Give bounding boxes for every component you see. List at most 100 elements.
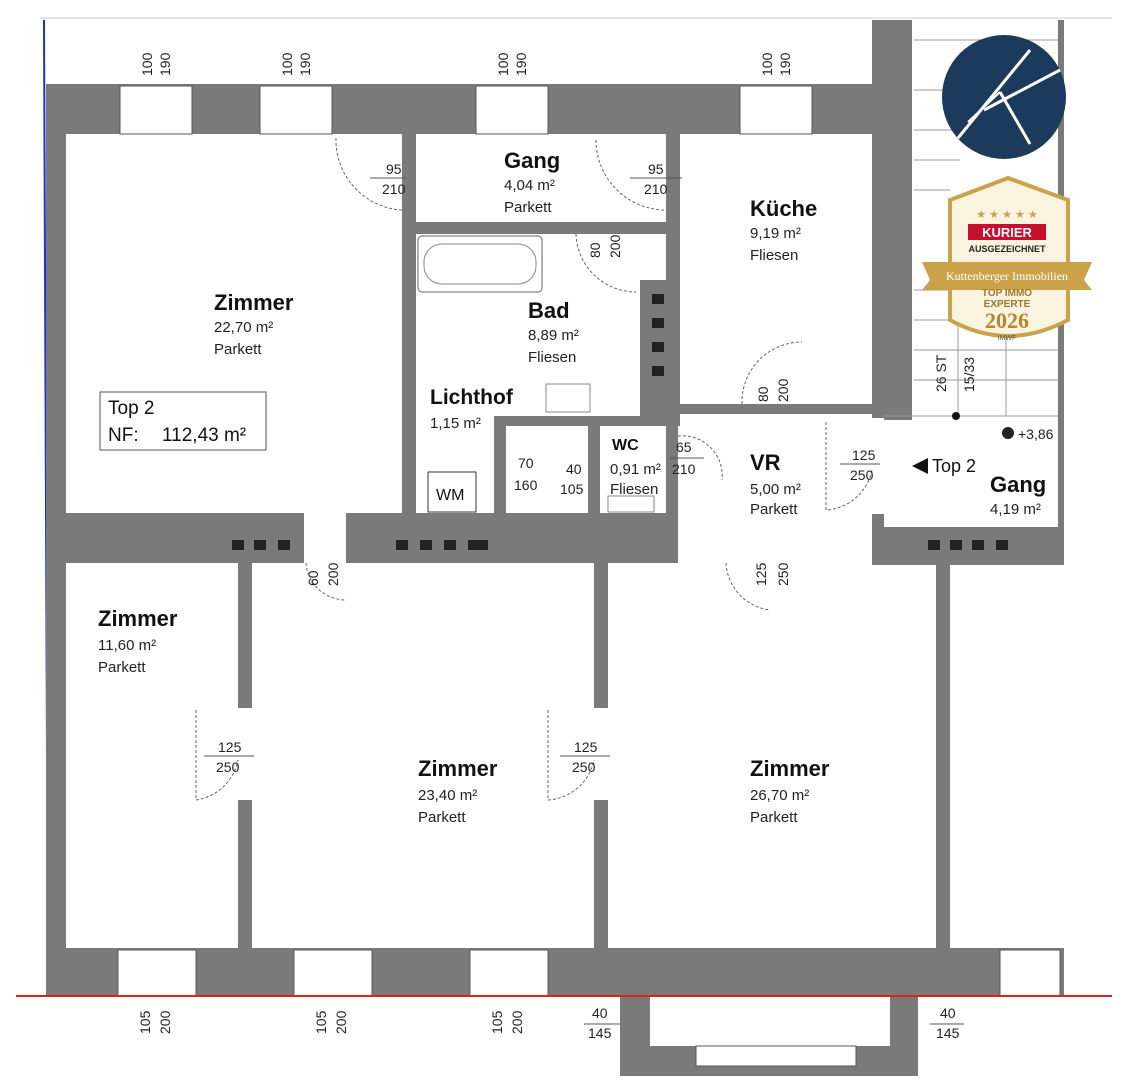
svg-text:200: 200: [157, 1010, 173, 1034]
room-area: 4,19 m²: [990, 501, 1041, 518]
svg-text:200: 200: [775, 378, 791, 402]
svg-text:40: 40: [592, 1005, 608, 1021]
room-floor: Fliesen: [528, 349, 576, 366]
company-logo: [942, 35, 1066, 159]
svg-text:125: 125: [574, 739, 598, 755]
room-area: 9,19 m²: [750, 225, 801, 242]
entrance-arrow-icon: [912, 458, 928, 474]
svg-text:210: 210: [672, 461, 696, 477]
badge-company: Kuttenberger Immobilien: [946, 269, 1068, 283]
entrance-label: Top 2: [932, 456, 976, 476]
room-floor: Fliesen: [750, 247, 798, 264]
room-name: Bad: [528, 298, 570, 323]
badge-line2: EXPERTE: [984, 299, 1031, 310]
stairs-steps: 26 ST: [933, 354, 949, 392]
room-zimmer-top-left: Zimmer 22,70 m² Parkett: [214, 290, 294, 358]
room-name: Zimmer: [98, 606, 178, 631]
svg-text:125: 125: [218, 739, 242, 755]
room-name: Gang: [990, 472, 1046, 497]
badge-award: AUSGEZEICHNET: [968, 244, 1046, 254]
badge-year: 2026: [985, 308, 1029, 333]
room-name: Zimmer: [418, 756, 498, 781]
room-area: 8,89 m²: [528, 327, 579, 344]
stairs-ratio: 15/33: [961, 357, 977, 392]
room-name: VR: [750, 450, 781, 475]
svg-text:125: 125: [753, 562, 769, 586]
svg-text:95: 95: [648, 161, 664, 177]
room-name: Zimmer: [750, 756, 830, 781]
kurier-banner: [968, 224, 1046, 240]
badge-stars: ★ ★ ★ ★ ★: [976, 209, 1038, 221]
award-badge: KURIER AUSGEZEICHNET Kuttenberger Immobi…: [922, 175, 1092, 342]
room-area: 0,91 m²: [610, 461, 661, 478]
svg-text:190: 190: [297, 52, 313, 76]
svg-text:60: 60: [305, 570, 321, 586]
room-floor: Parkett: [214, 341, 262, 358]
svg-text:40: 40: [940, 1005, 956, 1021]
svg-text:100: 100: [759, 52, 775, 76]
room-area: 5,00 m²: [750, 481, 801, 498]
svg-text:95: 95: [386, 161, 402, 177]
walls: [46, 20, 1064, 1076]
svg-text:250: 250: [850, 467, 874, 483]
room-floor: Parkett: [98, 659, 146, 676]
room-name: Küche: [750, 196, 817, 221]
svg-text:125: 125: [852, 447, 876, 463]
svg-text:200: 200: [333, 1010, 349, 1034]
room-area: 11,60 m²: [98, 637, 156, 654]
room-area: 4,04 m²: [504, 177, 555, 194]
room-name: Lichthof: [430, 386, 514, 409]
room-floor: Fliesen: [610, 481, 658, 498]
svg-text:250: 250: [775, 562, 791, 586]
room-kueche: Küche 9,19 m² Fliesen: [750, 196, 817, 264]
room-zimmer-right: Zimmer 26,70 m² Parkett: [750, 756, 830, 826]
svg-text:200: 200: [607, 234, 623, 258]
room-gang-top: Gang 4,04 m² Parkett: [504, 148, 560, 216]
svg-text:210: 210: [644, 181, 668, 197]
room-floor: Parkett: [750, 809, 798, 826]
svg-text:100: 100: [139, 52, 155, 76]
svg-text:105: 105: [137, 1010, 153, 1034]
door-swings: [195, 137, 873, 801]
room-name: WC: [612, 437, 639, 454]
room-area: 23,40 m²: [418, 787, 477, 804]
room-floor: Parkett: [750, 501, 798, 518]
svg-text:100: 100: [279, 52, 295, 76]
svg-text:190: 190: [777, 52, 793, 76]
room-area: 26,70 m²: [750, 787, 809, 804]
svg-text:40: 40: [566, 461, 582, 477]
nf-value: 112,43 m²: [162, 425, 246, 446]
washbasin: [545, 383, 591, 413]
svg-text:200: 200: [509, 1010, 525, 1034]
badge-ribbon: [922, 262, 1092, 290]
unit-label: Top 2: [108, 398, 154, 419]
stair-point: [952, 412, 960, 420]
svg-text:200: 200: [325, 562, 341, 586]
svg-text:100: 100: [495, 52, 511, 76]
room-area: 22,70 m²: [214, 319, 273, 336]
room-lichthof: Lichthof 1,15 m²: [430, 386, 514, 432]
room-floor: Parkett: [504, 199, 552, 216]
room-bad: Bad 8,89 m² Fliesen: [528, 298, 579, 366]
svg-text:105: 105: [489, 1010, 505, 1034]
vent-squares: [232, 294, 1008, 550]
badge-line1: TOP IMMO: [982, 288, 1032, 299]
room-area: 1,15 m²: [430, 415, 481, 432]
elevation-marker-icon: [1002, 427, 1014, 439]
badge-source: IMWF: [998, 335, 1017, 342]
svg-text:145: 145: [588, 1025, 612, 1041]
svg-text:190: 190: [157, 52, 173, 76]
wm-label: WM: [436, 487, 464, 504]
unit-info-box: Top 2 NF: 112,43 m²: [99, 391, 267, 451]
room-zimmer-small: Zimmer 11,60 m² Parkett: [98, 606, 178, 676]
svg-text:105: 105: [313, 1010, 329, 1034]
windows: [117, 85, 1061, 1067]
svg-text:160: 160: [514, 477, 538, 493]
room-vr: VR 5,00 m² Parkett: [750, 450, 801, 518]
svg-text:210: 210: [382, 181, 406, 197]
room-zimmer-mid: Zimmer 23,40 m² Parkett: [418, 756, 498, 826]
svg-text:145: 145: [936, 1025, 960, 1041]
svg-text:250: 250: [572, 759, 596, 775]
nf-label: NF:: [108, 425, 139, 446]
